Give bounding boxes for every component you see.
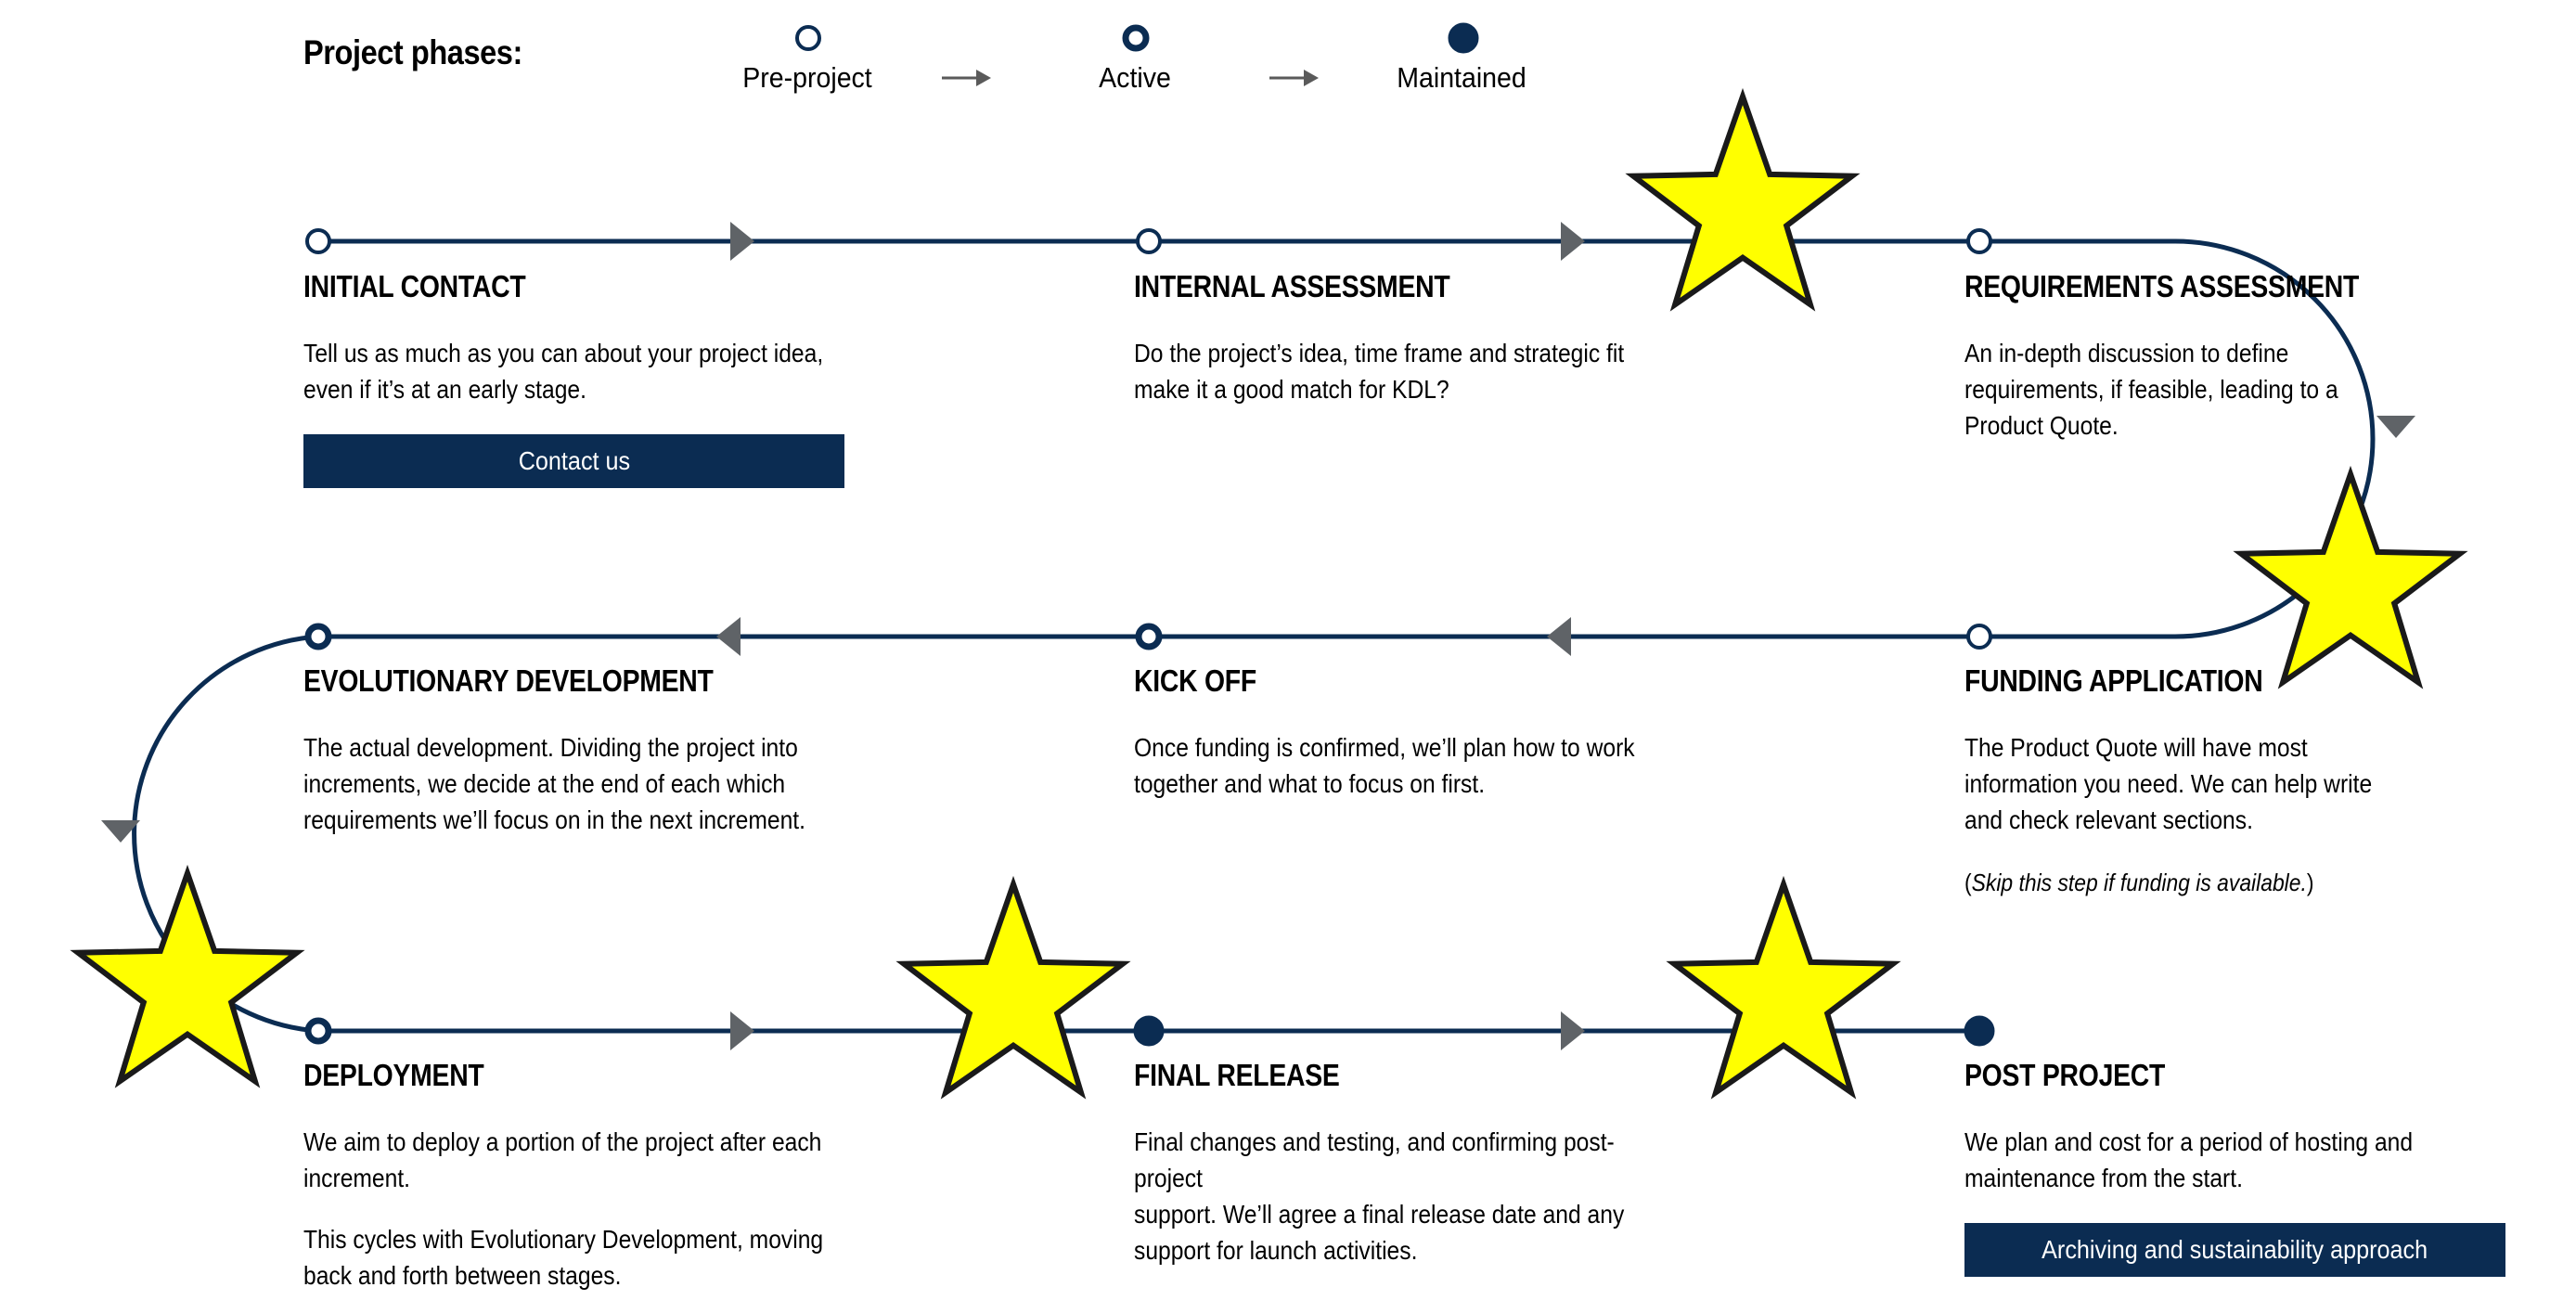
step-marker-deployment [304, 1017, 332, 1045]
legend-marker-pre-project [795, 25, 821, 51]
legend-label-active: Active [1099, 61, 1171, 94]
step-description-deployment-cycle: This cycles with Evolutionary Developmen… [303, 1225, 824, 1290]
legend-label-maintained: Maintained [1397, 61, 1526, 94]
step-marker-post-project [1964, 1015, 1995, 1047]
arrow-right-icon [730, 222, 754, 261]
legend-marker-maintained [1448, 22, 1479, 54]
legend-marker-active [1122, 24, 1150, 52]
step-description-deployment: We aim to deploy a portion of the projec… [303, 1127, 822, 1192]
step-marker-kick-off [1135, 623, 1163, 650]
legend-arrow-icon [976, 70, 991, 86]
step-title-funding-application: FUNDING APPLICATION [1964, 663, 2263, 698]
arrow-right-icon [1561, 1011, 1585, 1050]
arrow-right-icon [1561, 222, 1585, 261]
star-icon [895, 875, 1131, 1100]
star-icon [2233, 465, 2468, 689]
step-description-final-release: Final changes and testing, and confirmin… [1134, 1127, 1625, 1265]
arrow-down-icon [101, 820, 140, 843]
step-title-post-project: POST PROJECT [1964, 1058, 2166, 1092]
step-title-deployment: DEPLOYMENT [303, 1058, 484, 1092]
step-description-evolutionary-development: The actual development. Dividing the pro… [303, 733, 805, 834]
archiving-sustainability-button[interactable]: Archiving and sustainability approach [1964, 1223, 2505, 1277]
step-description-initial-contact: Tell us as much as you can about your pr… [303, 339, 824, 404]
arrow-right-icon [730, 1011, 754, 1050]
step-marker-final-release [1133, 1015, 1165, 1047]
step-title-requirements-assessment: REQUIREMENTS ASSESSMENT [1964, 269, 2360, 303]
step-marker-evolutionary-development [304, 623, 332, 650]
legend-title: Project phases: [303, 33, 522, 71]
step-title-internal-assessment: INTERNAL ASSESSMENT [1134, 269, 1450, 303]
arrow-left-icon [716, 617, 741, 656]
step-marker-funding-application [1966, 624, 1992, 650]
star-icon [1666, 875, 1901, 1100]
step-note-funding-application: (Skip this step if funding is available.… [1964, 869, 2314, 896]
star-icon [70, 864, 305, 1088]
step-marker-requirements-assessment [1966, 228, 1992, 254]
step-title-final-release: FINAL RELEASE [1134, 1058, 1340, 1092]
step-description-internal-assessment: Do the project’s idea, time frame and st… [1134, 339, 1625, 404]
legend-arrow-icon [1304, 70, 1319, 86]
step-description-post-project: We plan and cost for a period of hosting… [1964, 1127, 2414, 1192]
step-title-kick-off: KICK OFF [1134, 663, 1256, 698]
step-title-initial-contact: INITIAL CONTACT [303, 269, 526, 303]
step-title-evolutionary-development: EVOLUTIONARY DEVELOPMENT [303, 663, 714, 698]
connector-turn-right [1977, 238, 2376, 639]
step-description-funding-application: The Product Quote will have most informa… [1964, 733, 2373, 834]
arrow-down-icon [2376, 416, 2415, 438]
legend-label-pre-project: Pre-project [742, 61, 872, 94]
star-icon [1625, 87, 1861, 312]
contact-us-button[interactable]: Contact us [303, 434, 844, 488]
step-marker-internal-assessment [1136, 228, 1162, 254]
arrow-left-icon [1547, 617, 1571, 656]
step-description-requirements-assessment: An in-depth discussion to define require… [1964, 339, 2338, 440]
step-marker-initial-contact [305, 228, 331, 254]
step-description-kick-off: Once funding is confirmed, we’ll plan ho… [1134, 733, 1635, 798]
